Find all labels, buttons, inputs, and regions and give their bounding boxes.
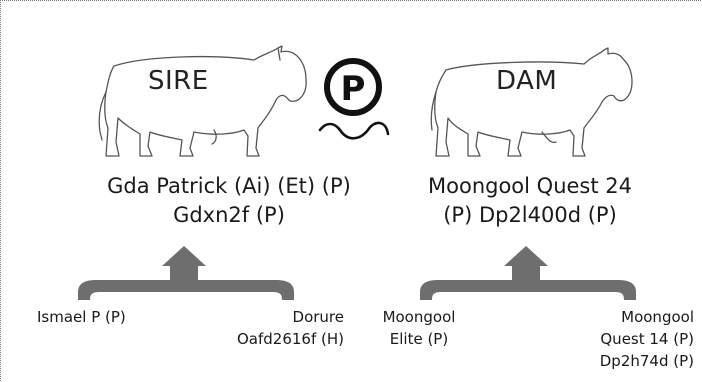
sire-name: Gda Patrick (Ai) (Et) (P) Gdxn2f (P) — [79, 172, 379, 230]
dam-label: DAM — [496, 66, 558, 96]
sire-grandsire-line1: Ismael P (P) — [37, 308, 126, 326]
sire-bracket-arrow — [74, 244, 298, 306]
sire-name-line1: Gda Patrick (Ai) (Et) (P) — [107, 174, 351, 198]
dam-name: Moongool Quest 24 (P) Dp2l400d (P) — [380, 172, 680, 230]
dam-cow-illustration: DAM — [424, 44, 644, 162]
sire-granddam-line1: Dorure — [292, 308, 344, 326]
sire-grandsire: Ismael P (P) — [37, 306, 126, 328]
polled-icon: P — [316, 56, 396, 150]
dam-granddam: Moongool Quest 14 (P) Dp2h74d (P) — [586, 306, 694, 372]
dam-granddam-line2: Quest 14 (P) — [600, 330, 694, 348]
dam-grandsire-line2: Elite (P) — [389, 330, 449, 348]
dam-granddam-line3: Dp2h74d (P) — [599, 352, 694, 370]
sire-granddam-line2: Oafd2616f (H) — [236, 330, 344, 348]
dam-grandsire: Moongool Elite (P) — [377, 306, 461, 350]
dam-granddam-line1: Moongool — [621, 308, 694, 326]
sire-name-line2: Gdxn2f (P) — [173, 203, 285, 227]
sire-bull-illustration: SIRE — [94, 44, 314, 162]
dam-bracket-arrow — [416, 244, 640, 306]
polled-letter: P — [341, 69, 366, 109]
dam-name-line2: (P) Dp2l400d (P) — [443, 203, 617, 227]
sire-granddam: Dorure Oafd2616f (H) — [236, 306, 344, 350]
dam-name-line1: Moongool Quest 24 — [428, 174, 632, 198]
dam-grandsire-line1: Moongool — [382, 308, 456, 326]
sire-label: SIRE — [148, 66, 209, 96]
